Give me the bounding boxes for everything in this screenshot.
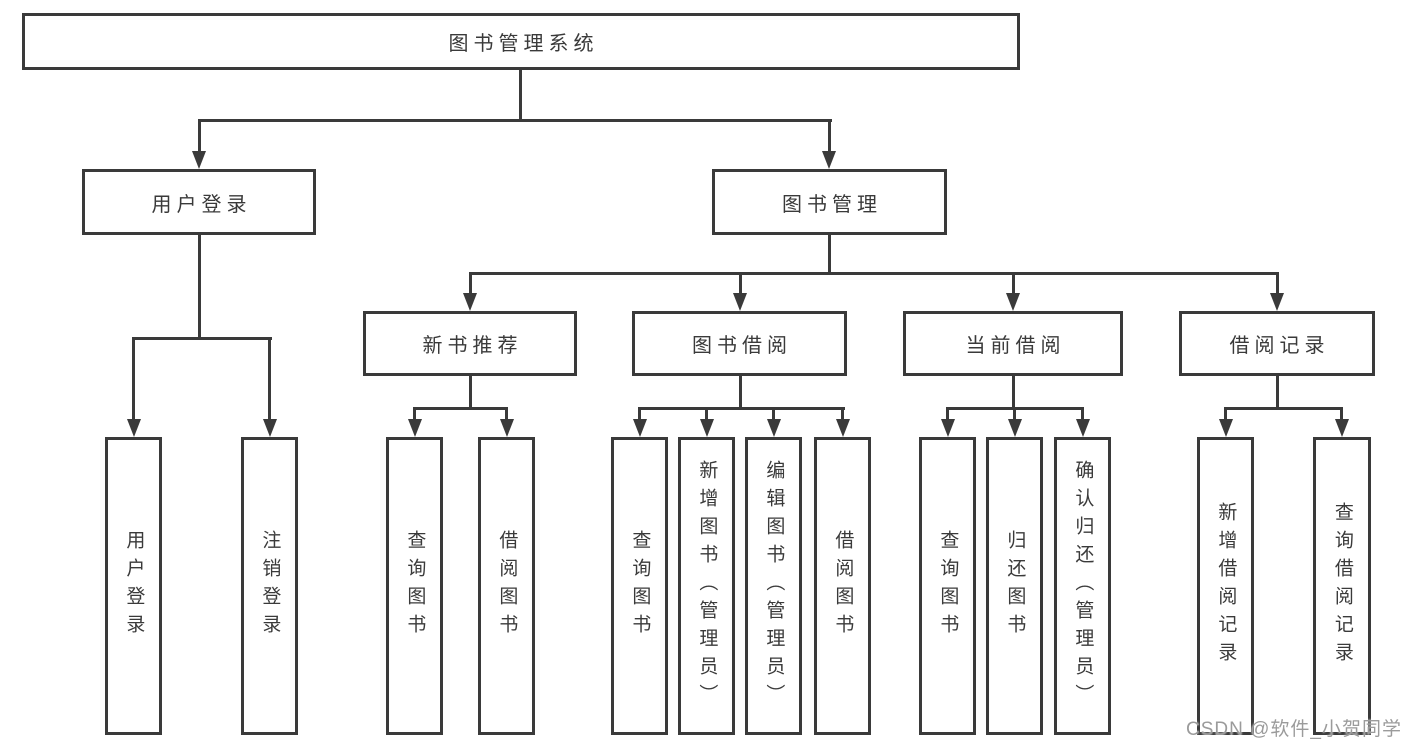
connector-group1-bar [413, 407, 508, 410]
connector-mgmt-drop-2 [739, 272, 742, 297]
leaf-label: 借阅图书 [832, 530, 854, 642]
leaf-label: 新增借阅记录 [1215, 502, 1237, 670]
leaf-label: 查询图书 [937, 530, 959, 642]
connector-root-stem [519, 69, 522, 122]
leaf-label: 注销登录 [259, 530, 281, 642]
connector-group2-drop-3 [772, 407, 775, 423]
node-label: 用户登录 [151, 193, 252, 216]
connector-mgmt-drop-4 [1276, 272, 1279, 297]
node-user-login: 用户登录 [82, 169, 316, 235]
arrow-down-icon [192, 151, 206, 169]
connector-group3-drop-1 [946, 407, 949, 423]
leaf-label: 查询图书 [629, 530, 651, 642]
node-label: 借阅记录 [1229, 335, 1330, 357]
arrow-down-icon [463, 293, 477, 311]
watermark: CSDN @软件_小贺同学 [1186, 719, 1402, 740]
node-borrowing-records: 借阅记录 [1179, 311, 1375, 376]
connector-login-stem [198, 235, 201, 340]
arrow-down-icon [1219, 419, 1233, 437]
arrow-down-icon [941, 419, 955, 437]
leaf-label: 新增图书（管理员） [696, 460, 718, 712]
leaf-confirm-return-admin: 确认归还（管理员） [1054, 437, 1111, 735]
connector-login-drop-1 [132, 337, 135, 423]
arrow-down-icon [822, 151, 836, 169]
connector-mgmt-bar [469, 272, 1279, 275]
connector-group3-drop-3 [1081, 407, 1084, 423]
arrow-down-icon [1270, 293, 1284, 311]
node-label: 当前借阅 [965, 335, 1066, 357]
node-library-system: 图书管理系统 [22, 13, 1020, 70]
arrow-down-icon [633, 419, 647, 437]
leaf-logout: 注销登录 [241, 437, 298, 735]
leaf-query-borrow-record: 查询借阅记录 [1313, 437, 1371, 735]
leaf-label: 查询图书 [404, 530, 426, 642]
leaf-return-books: 归还图书 [986, 437, 1043, 735]
arrow-down-icon [836, 419, 850, 437]
arrow-down-icon [1076, 419, 1090, 437]
connector-group2-drop-2 [705, 407, 708, 423]
leaf-label: 归还图书 [1004, 530, 1026, 642]
connector-group2-drop-4 [841, 407, 844, 423]
leaf-label: 用户登录 [123, 530, 145, 642]
leaf-query-books-current: 查询图书 [919, 437, 976, 735]
arrow-down-icon [700, 419, 714, 437]
connector-mgmt-stem [828, 235, 831, 275]
leaf-add-borrow-record: 新增借阅记录 [1197, 437, 1254, 735]
arrow-down-icon [1006, 293, 1020, 311]
connector-group2-bar [638, 407, 845, 410]
connector-login-bar [132, 337, 272, 340]
leaf-add-books-admin: 新增图书（管理员） [678, 437, 735, 735]
leaf-borrow-books-recommend: 借阅图书 [478, 437, 535, 735]
connector-group1-stem [469, 376, 472, 409]
connector-group3-drop-2 [1013, 407, 1016, 423]
node-current-borrowing: 当前借阅 [903, 311, 1123, 376]
connector-group3-stem [1012, 376, 1015, 409]
connector-group4-bar [1224, 407, 1343, 410]
connector-mgmt-drop-1 [469, 272, 472, 297]
leaf-user-login: 用户登录 [105, 437, 162, 735]
node-label: 新书推荐 [422, 335, 523, 357]
node-label: 图书管理系统 [448, 33, 599, 55]
connector-root-drop-left [198, 119, 201, 155]
connector-root-bar [198, 119, 832, 122]
arrow-down-icon [500, 419, 514, 437]
connector-group2-drop-1 [638, 407, 641, 423]
leaf-query-books-recommend: 查询图书 [386, 437, 443, 735]
connector-group4-drop-1 [1224, 407, 1227, 423]
arrow-down-icon [1008, 419, 1022, 437]
node-new-book-recommend: 新书推荐 [363, 311, 577, 376]
connector-group4-drop-2 [1340, 407, 1343, 423]
connector-mgmt-drop-3 [1012, 272, 1015, 297]
arrow-down-icon [1335, 419, 1349, 437]
node-label: 图书借阅 [692, 335, 792, 357]
node-label: 图书管理 [782, 193, 882, 216]
leaf-label: 借阅图书 [496, 530, 518, 642]
arrow-down-icon [733, 293, 747, 311]
connector-login-drop-2 [268, 337, 271, 423]
node-book-borrowing: 图书借阅 [632, 311, 847, 376]
connector-group4-stem [1276, 376, 1279, 409]
connector-group1-drop-1 [413, 407, 416, 423]
arrow-down-icon [263, 419, 277, 437]
leaf-label: 编辑图书（管理员） [763, 460, 785, 712]
arrow-down-icon [408, 419, 422, 437]
leaf-query-books-borrowing: 查询图书 [611, 437, 668, 735]
node-book-management: 图书管理 [712, 169, 947, 235]
leaf-borrow-books: 借阅图书 [814, 437, 871, 735]
arrow-down-icon [767, 419, 781, 437]
leaf-edit-books-admin: 编辑图书（管理员） [745, 437, 802, 735]
connector-group1-drop-2 [505, 407, 508, 423]
arrow-down-icon [127, 419, 141, 437]
connector-root-drop-right [828, 119, 831, 155]
leaf-label: 确认归还（管理员） [1072, 460, 1094, 712]
connector-group2-stem [739, 376, 742, 409]
leaf-label: 查询借阅记录 [1331, 502, 1353, 670]
